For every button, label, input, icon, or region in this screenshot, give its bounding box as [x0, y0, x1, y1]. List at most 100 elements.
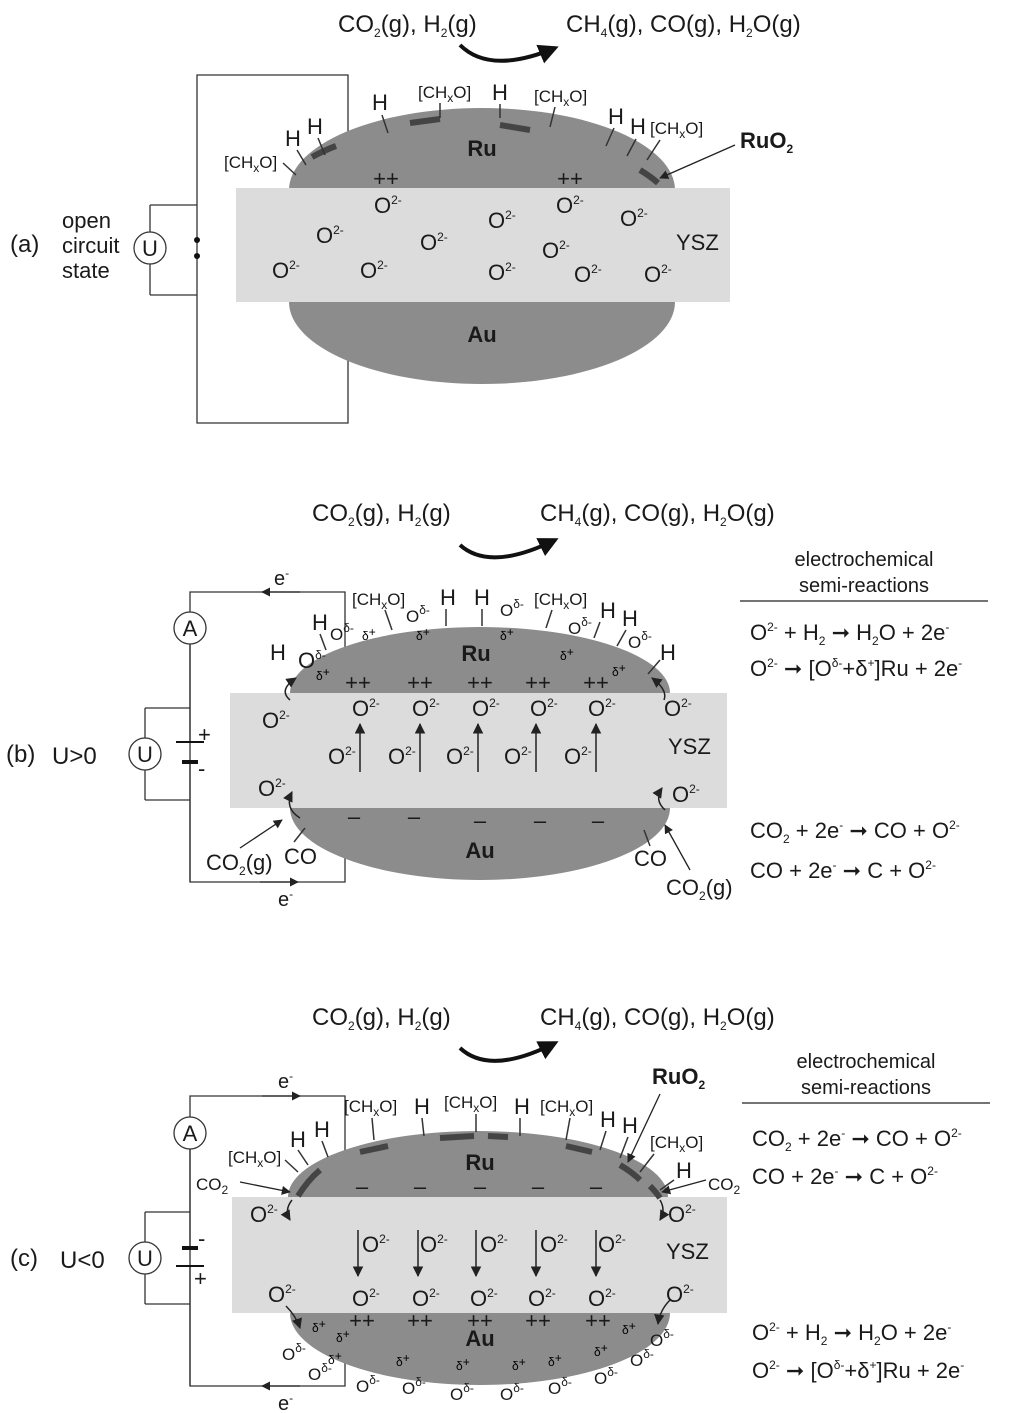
surface-oxygen: Oδ- [594, 1365, 618, 1388]
adsorbates-c: [CHxO] H H [CHxO] H [CHxO] H [CHxO] H H … [228, 1093, 703, 1191]
positive-charge: ++ [583, 670, 609, 695]
ruo2-patch [499, 122, 531, 133]
surface-oxygen: Oδ- [568, 615, 592, 638]
ruo2-patch [647, 1183, 663, 1200]
co2-gas: CO2(g) [206, 850, 273, 878]
gas-products: CH4(g), CO(g), H2O(g) [540, 1004, 775, 1033]
voltmeter-label: U [137, 1246, 153, 1271]
ruo2-patch [487, 1133, 509, 1140]
surface-oxygen: Oδ- [548, 1375, 572, 1398]
h-adsorbate: H [622, 1113, 638, 1138]
ruo2-patch [409, 116, 441, 126]
h-adsorbate: H [492, 80, 508, 105]
gas-reactants: CO2(g), H2(g) [312, 1004, 451, 1033]
surface-oxygen: Oδ- [308, 1361, 332, 1384]
electron-label: e- [278, 887, 293, 911]
positive-charge: ++ [373, 166, 399, 191]
negative-charge: – [534, 808, 547, 833]
positive-charge: ++ [557, 166, 583, 191]
spillover-arrow [651, 677, 666, 701]
h-adsorbate: H [630, 114, 646, 139]
anodic-reaction: O2- + H2 ➞ H2O + 2e- [750, 620, 949, 648]
oxide-ion: O2- [316, 223, 344, 248]
chxo-adsorbate: [CHxO] [228, 1148, 281, 1170]
state-line: circuit [62, 233, 119, 258]
positive-charge: ++ [525, 670, 551, 695]
h-adsorbate: H [600, 598, 616, 623]
open-contact-dot [194, 253, 200, 259]
battery-plus: + [198, 722, 211, 747]
panel-c: CO2(g), H2(g) CH4(g), CO(g), H2O(g) e- e… [10, 1004, 990, 1413]
semi-reactions-title: semi-reactions [799, 575, 929, 597]
electron-label: e- [278, 1069, 293, 1093]
h-adsorbate: H [285, 126, 301, 151]
panel-label: (b) [6, 741, 35, 768]
h-adsorbate: H [622, 606, 638, 631]
negative-charge: – [474, 808, 487, 833]
ru-label: Ru [465, 1150, 494, 1175]
oxide-ions-c: O2- O2- O2- O2- O2- O2- O2- O2- O2- O2- … [250, 1202, 696, 1311]
h-adsorbate: H [474, 585, 490, 610]
migration-arrows [352, 1230, 602, 1278]
panel-a: CO2(g), H2(g) CH4(g), CO(g), H2O(g) U Ru… [10, 11, 801, 424]
h-adsorbate: H [312, 610, 328, 635]
co-species: CO [634, 846, 667, 871]
h-adsorbate: H [514, 1094, 530, 1119]
surface-oxygen: Oδ- [406, 603, 430, 626]
adsorbates-a: [CHxO] H H H [CHxO] H [CHxO] H H [CHxO] [224, 80, 703, 176]
semi-reactions-title: electrochemical [795, 549, 934, 571]
gas-products: CH4(g), CO(g), H2O(g) [566, 11, 801, 40]
oxide-ion: O2- [542, 238, 570, 263]
h-adsorbate: H [372, 90, 388, 115]
cathodic-reaction: CO + 2e- ➞ C + O2- [750, 858, 936, 883]
oxide-formation-arrow [280, 1199, 293, 1221]
state-line: state [62, 258, 110, 283]
ysz-electrolyte [236, 188, 730, 302]
panel-b: CO2(g), H2(g) CH4(g), CO(g), H2O(g) e- e… [6, 500, 988, 911]
negative-charge: – [532, 1174, 545, 1199]
h-adsorbate: H [307, 114, 323, 139]
ammeter-label: A [183, 616, 198, 641]
migration-arrows [354, 722, 602, 772]
surface-oxygen: Oδ- [500, 1381, 524, 1404]
surface-oxygen: Oδ- [500, 597, 524, 620]
surface-oxygen: Oδ- [402, 1375, 426, 1398]
semi-reactions-title: semi-reactions [801, 1077, 931, 1099]
anodic-reaction: O2- ➞ [Oδ-+δ+]Ru + 2e- [750, 656, 962, 681]
h-adsorbate: H [440, 585, 456, 610]
h-adsorbate: H [600, 1107, 616, 1132]
au-label: Au [465, 838, 494, 863]
delta-plus: δ+ [328, 1349, 342, 1367]
positive-charge: ++ [407, 670, 433, 695]
gas-products: CH4(g), CO(g), H2O(g) [540, 500, 775, 529]
chxo-adsorbate: [CHxO] [344, 1097, 397, 1119]
delta-plus: δ+ [362, 625, 376, 643]
delta-plus: δ+ [456, 1355, 470, 1373]
gas-reactants: CO2(g), H2(g) [312, 500, 451, 529]
surface-oxygen: Oδ- [356, 1373, 380, 1396]
voltmeter-icon [133, 231, 167, 265]
co2-species: CO2 [196, 1175, 229, 1197]
ruo2-patch [439, 1133, 475, 1141]
battery-minus: - [198, 1226, 205, 1251]
ruo2-patch [565, 1143, 593, 1155]
ruo2-pointer [659, 144, 736, 179]
h-adsorbate: H [414, 1094, 430, 1119]
delta-plus: δ+ [336, 1327, 350, 1345]
cathodic-reaction: CO + 2e- ➞ C + O2- [752, 1164, 938, 1189]
ruo2-label: RuO2 [652, 1064, 705, 1092]
delta-plus: δ+ [594, 1341, 608, 1359]
ysz-label: YSZ [668, 734, 711, 759]
surface-oxygen: Oδ- [650, 1327, 674, 1350]
anodic-reaction: O2- ➞ [Oδ-+δ+]Ru + 2e- [752, 1358, 964, 1383]
surface-oxygen: Oδ- [282, 1341, 306, 1364]
ru-label: Ru [467, 136, 496, 161]
delta-plus: δ+ [316, 665, 330, 683]
ruo2-label: RuO2 [740, 128, 793, 156]
positive-charge: ++ [525, 1308, 551, 1333]
h-adsorbate: H [314, 1117, 330, 1142]
ammeter-label: A [183, 1121, 198, 1146]
gas-reaction-arrow [458, 1041, 559, 1063]
